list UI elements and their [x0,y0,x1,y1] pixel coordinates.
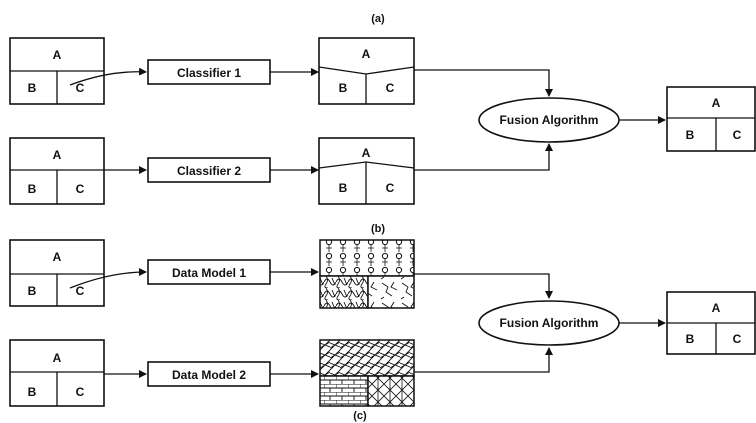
region-a-label: A [53,148,62,162]
region-b-label: B [28,81,37,95]
region-b-label: B [339,181,348,195]
region-b-label: B [28,284,37,298]
region-a-label: A [362,146,371,160]
data-model-2-label: Data Model 2 [172,368,246,382]
region-b-label: B [686,128,695,142]
texture-map-2 [319,339,415,407]
region-c-label: C [76,385,85,399]
region-c-label: C [76,182,85,196]
input-map-4: A B C [9,339,105,407]
region-c-label: C [76,81,85,95]
arrow-input-3-to-data-model-1 [69,268,147,289]
data-model-1-label: Data Model 1 [172,266,246,280]
region-c-label: C [733,332,742,346]
panel-label-c: (c) [353,410,367,422]
region-a-label: A [53,250,62,264]
classified-map-2: A B C [318,137,415,205]
arrow-map-1-to-fusion-top [414,69,553,97]
region-c-label: C [386,81,395,95]
input-map-3: A B C [9,239,105,307]
fusion-algorithm-top-label: Fusion Algorithm [500,113,599,127]
classifier-1-box [147,59,271,85]
region-b-label: B [28,182,37,196]
arrow-texture-2-to-fusion-bottom [414,347,553,373]
region-c-label: C [76,284,85,298]
region-b-label: B [339,81,348,95]
classifier-2-label: Classifier 2 [177,164,241,178]
region-a-label: A [53,48,62,62]
region-b-label: B [686,332,695,346]
region-a-label: A [712,96,721,110]
panel-label-a: (a) [371,13,385,25]
classifier-2-box [147,157,271,183]
arrow-map-2-to-fusion-top [414,143,553,171]
arrow-input-1-to-classifier-1 [69,67,147,86]
region-a-label: A [53,351,62,365]
panel-label-b: (b) [371,223,385,235]
fused-map-bottom: A B C [666,291,756,355]
classifier-1-label: Classifier 1 [177,66,241,80]
region-b-label: B [28,385,37,399]
region-a-label: A [712,301,721,315]
region-c-label: C [733,128,742,142]
region-a-label: A [362,47,371,61]
region-c-label: C [386,181,395,195]
fusion-algorithm-bottom-label: Fusion Algorithm [500,316,599,330]
fused-map-top: A B C [666,86,756,152]
input-map-1: A B C [9,37,105,105]
texture-map-1 [319,239,415,309]
arrow-texture-1-to-fusion-bottom [414,273,553,299]
classified-map-1: A B C [318,37,415,105]
input-map-2: A B C [9,137,105,205]
